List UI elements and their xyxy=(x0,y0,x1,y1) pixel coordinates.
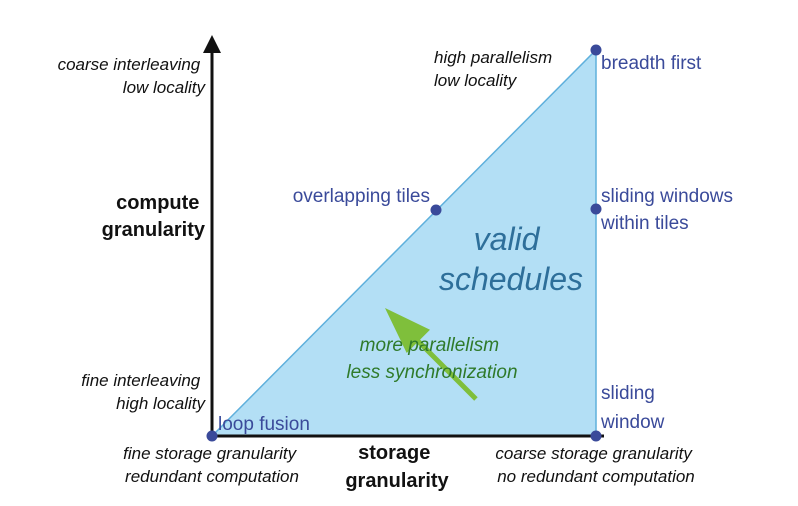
x-right-label: coarse storage granularity no redundant … xyxy=(495,444,696,486)
x-axis-title: storage granularity xyxy=(345,442,449,492)
parallelism-arrow xyxy=(385,308,478,401)
schedule-point-loop-fusion: loop fusion xyxy=(206,414,310,442)
point-marker xyxy=(206,430,218,442)
point-marker xyxy=(590,430,602,442)
y-axis-title: compute granularity xyxy=(102,192,206,241)
schedule-point-overlapping-tiles: overlapping tiles xyxy=(293,186,442,216)
schedule-point-sliding-windows-within-tiles: sliding windows within tiles xyxy=(590,186,738,234)
point-label: sliding window xyxy=(600,383,665,433)
point-marker xyxy=(590,203,602,215)
point-label: sliding windows within tiles xyxy=(600,186,738,234)
x-left-label: fine storage granularity redundant compu… xyxy=(123,444,301,486)
parallelism-arrow-label: more parallelism less synchronization xyxy=(346,335,517,383)
parallelism-arrow-shape xyxy=(385,308,478,401)
valid-schedules-label: valid schedules xyxy=(439,221,583,297)
schedule-point-sliding-window: sliding window xyxy=(590,383,665,442)
point-label: overlapping tiles xyxy=(293,186,430,207)
point-label: loop fusion xyxy=(218,414,310,435)
point-label: breadth first xyxy=(601,53,702,74)
corner-note: high parallelism low locality xyxy=(434,48,557,90)
y-bottom-label: fine interleaving high locality xyxy=(81,371,206,413)
point-marker xyxy=(430,204,442,216)
schedule-point-breadth-first: breadth first xyxy=(590,44,702,74)
y-top-label: coarse interleaving low locality xyxy=(58,55,207,97)
point-marker xyxy=(590,44,602,56)
